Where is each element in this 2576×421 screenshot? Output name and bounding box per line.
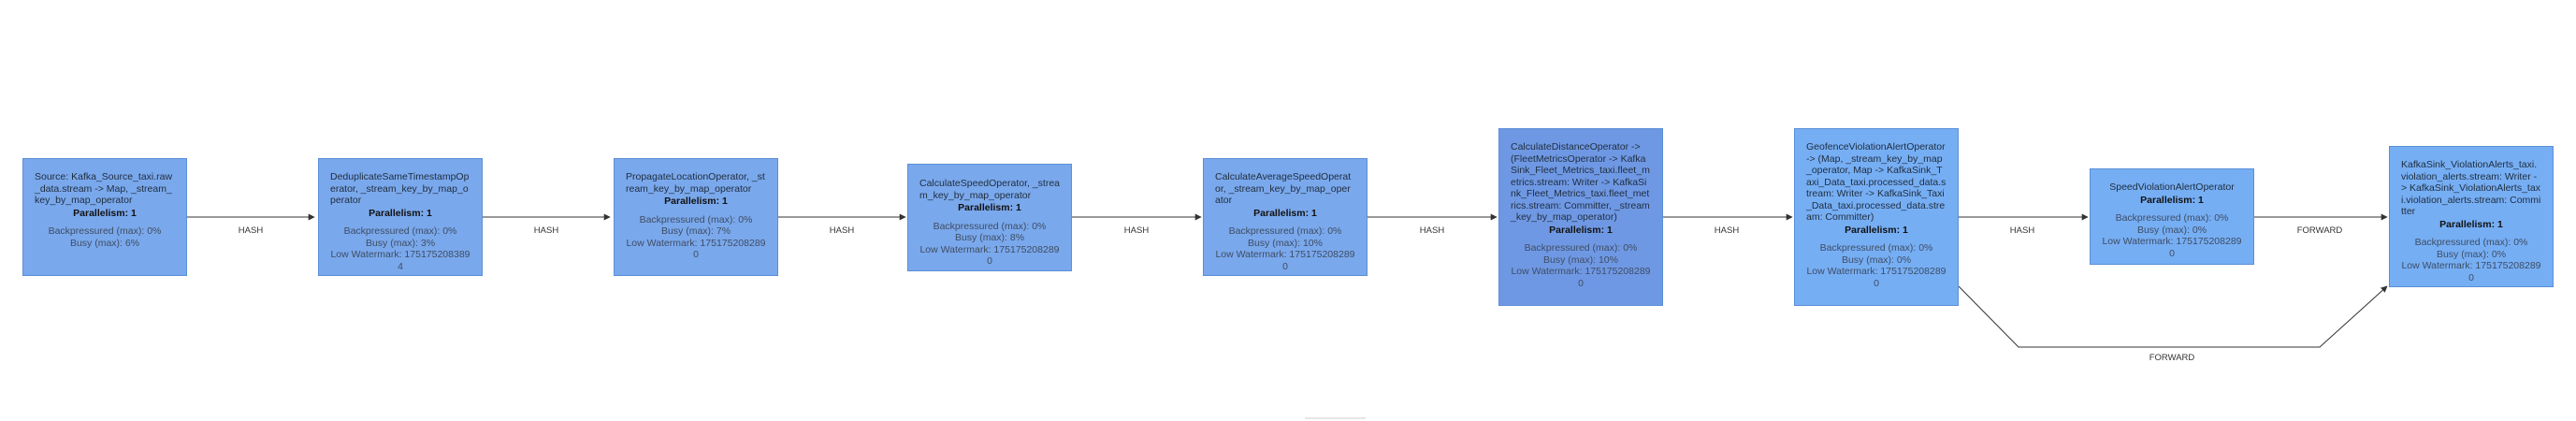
node-low-watermark: Low Watermark: 1751752083894 xyxy=(330,249,470,272)
node-backpressured: Backpressured (max): 0% xyxy=(2115,212,2229,224)
edge-label-hash-2: HASH xyxy=(534,225,559,236)
operator-node-4[interactable]: CalculateAverageSpeedOperator, _stream_k… xyxy=(1203,158,1368,276)
node-low-watermark: Low Watermark: 1751752082890 xyxy=(919,243,1060,268)
operator-node-6[interactable]: GeofenceViolationAlertOperator -> (Map, … xyxy=(1794,128,1959,306)
node-backpressured: Backpressured (max): 0% xyxy=(48,225,162,237)
operator-node-5[interactable]: CalculateDistanceOperator -> (FleetMetri… xyxy=(1498,128,1663,306)
node-name: CalculateDistanceOperator -> (FleetMetri… xyxy=(1511,141,1650,223)
node-busy: Busy (max): 10% xyxy=(1543,254,1618,266)
node-busy: Busy (max): 0% xyxy=(2136,224,2207,236)
node-backpressured: Backpressured (max): 0% xyxy=(2414,237,2528,248)
node-backpressured: Backpressured (max): 0% xyxy=(639,213,753,225)
node-parallelism: Parallelism: 1 xyxy=(958,202,1021,213)
node-name: CalculateAverageSpeedOperator, _stream_k… xyxy=(1215,171,1352,206)
node-parallelism: Parallelism: 1 xyxy=(1253,207,1317,219)
operator-node-1[interactable]: DeduplicateSameTimestampOperator, _strea… xyxy=(318,158,483,276)
node-low-watermark: Low Watermark: 1751752082890 xyxy=(1511,266,1651,289)
node-low-watermark: Low Watermark: 1751752082890 xyxy=(2401,260,2541,283)
operator-node-7[interactable]: SpeedViolationAlertOperator Parallelism:… xyxy=(2090,168,2254,265)
node-low-watermark: Low Watermark: 1751752082890 xyxy=(1806,266,1946,289)
node-low-watermark: Low Watermark: 1751752082890 xyxy=(626,237,766,261)
node-backpressured: Backpressured (max): 0% xyxy=(1228,225,1342,237)
edge-layer: HASH HASH HASH HASH HASH HASH HASH FORWA… xyxy=(187,213,2388,363)
node-backpressured: Backpressured (max): 0% xyxy=(1524,242,1638,254)
node-backpressured: Backpressured (max): 0% xyxy=(343,225,457,237)
node-parallelism: Parallelism: 1 xyxy=(73,207,137,219)
operator-node-2[interactable]: PropagateLocationOperator, _stream_key_b… xyxy=(614,158,778,276)
node-parallelism: Parallelism: 1 xyxy=(2140,194,2204,206)
edge-label-hash-1: HASH xyxy=(239,225,264,236)
node-parallelism: Parallelism: 1 xyxy=(369,207,432,219)
node-name: SpeedViolationAlertOperator xyxy=(2109,181,2235,193)
node-low-watermark: Low Watermark: 1751752082890 xyxy=(2102,236,2242,259)
operator-node-3[interactable]: CalculateSpeedOperator, _stream_key_by_m… xyxy=(907,164,1072,271)
edge-label-hash-4: HASH xyxy=(1124,225,1150,236)
edge-label-forward-2: FORWARD xyxy=(2149,353,2195,363)
node-parallelism: Parallelism: 1 xyxy=(1845,224,1908,236)
node-low-watermark: Low Watermark: 1751752082890 xyxy=(1215,249,1355,272)
node-parallelism: Parallelism: 1 xyxy=(664,196,728,207)
node-layer: Source: Kafka_Source_taxi.raw_data.strea… xyxy=(22,128,2554,306)
edge-label-forward-1: FORWARD xyxy=(2297,225,2343,236)
node-busy: Busy (max): 0% xyxy=(1841,254,1912,266)
node-busy: Busy (max): 3% xyxy=(365,237,436,249)
operator-node-8[interactable]: KafkaSink_ViolationAlerts_taxi.violation… xyxy=(2389,146,2554,287)
node-parallelism: Parallelism: 1 xyxy=(2439,218,2503,230)
node-busy: Busy (max): 6% xyxy=(69,237,140,249)
node-name: Source: Kafka_Source_taxi.raw_data.strea… xyxy=(35,171,173,206)
node-busy: Busy (max): 7% xyxy=(660,225,731,237)
edge-label-hash-7: HASH xyxy=(2010,225,2035,236)
node-backpressured: Backpressured (max): 0% xyxy=(933,220,1047,232)
node-name: GeofenceViolationAlertOperator -> (Map, … xyxy=(1806,141,1946,223)
edge-label-hash-6: HASH xyxy=(1715,225,1740,236)
edge-label-hash-3: HASH xyxy=(830,225,855,236)
node-busy: Busy (max): 0% xyxy=(2436,248,2507,260)
edge-forward-2 xyxy=(1958,285,2388,348)
node-name: PropagateLocationOperator, _stream_key_b… xyxy=(626,171,765,195)
node-name: KafkaSink_ViolationAlerts_taxi.violation… xyxy=(2401,159,2541,217)
node-name: CalculateSpeedOperator, _stream_key_by_m… xyxy=(919,178,1061,201)
node-parallelism: Parallelism: 1 xyxy=(1549,224,1613,236)
node-name: DeduplicateSameTimestampOperator, _strea… xyxy=(330,171,470,206)
operator-node-0[interactable]: Source: Kafka_Source_taxi.raw_data.strea… xyxy=(22,158,187,276)
edge-label-hash-5: HASH xyxy=(1420,225,1445,236)
node-busy: Busy (max): 10% xyxy=(1248,237,1323,249)
node-backpressured: Backpressured (max): 0% xyxy=(1819,242,1933,254)
node-busy: Busy (max): 8% xyxy=(954,232,1025,243)
